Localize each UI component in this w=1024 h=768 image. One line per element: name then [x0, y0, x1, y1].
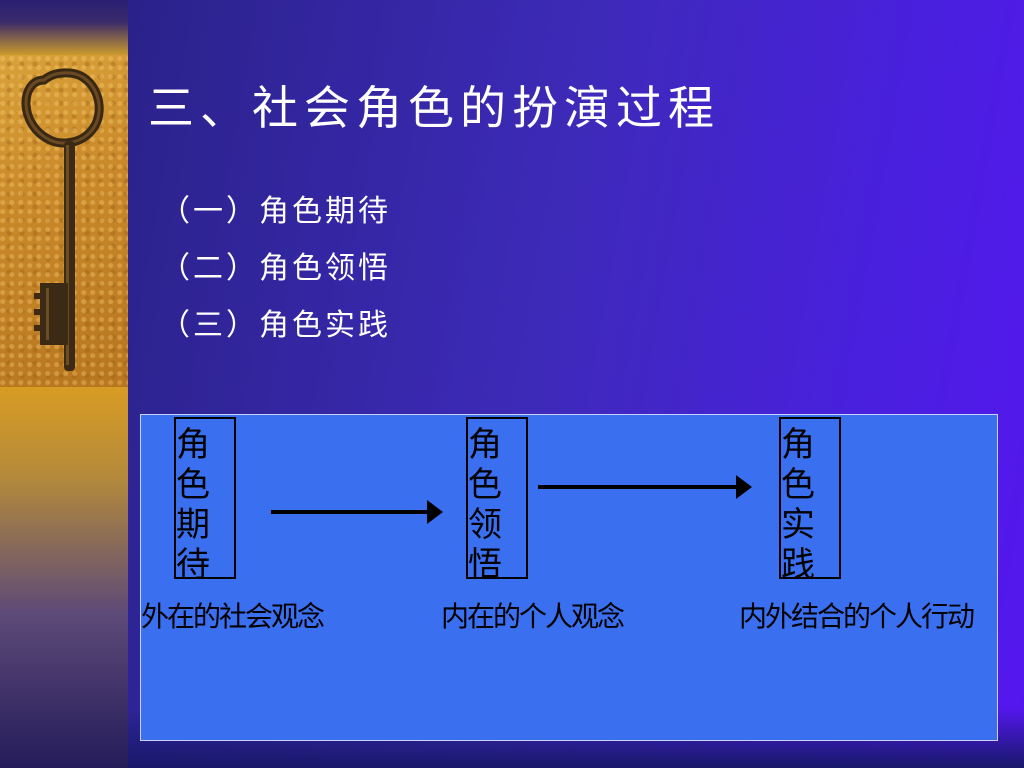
stage-box-line1: 角色	[176, 425, 210, 505]
stage-box-line2: 实践	[781, 505, 815, 585]
stage-box-comprehension: 角色 领悟	[466, 417, 528, 585]
stage-underline	[174, 577, 236, 579]
left-top-band	[0, 0, 128, 55]
stage-underline	[779, 577, 841, 579]
slide-title: 三、社会角色的扮演过程	[148, 81, 720, 135]
stage-description-practice: 内外结合的个人行动	[739, 600, 975, 633]
stage-box-expectation: 角色 期待	[174, 417, 236, 585]
bullet-item-role-practice: （三）角色实践	[160, 308, 391, 343]
bullet-list: （一）角色期待 （二）角色领悟 （三）角色实践	[160, 190, 391, 361]
antique-key-icon-svg	[21, 68, 104, 371]
arrow-right-icon	[271, 500, 443, 524]
arrow-right-icon	[538, 475, 752, 499]
stage-box-line2: 期待	[176, 505, 210, 585]
stage-box-line1: 角色	[468, 425, 502, 505]
role-process-diagram: 角色 期待 外在的社会观念 角色 领悟 内在的个人观念 角色 实践 内外结合的个…	[140, 414, 998, 741]
antique-key-icon	[0, 55, 128, 387]
bullet-item-role-comprehension: （二）角色领悟	[160, 251, 391, 286]
stage-underline	[466, 577, 528, 579]
stage-box-line2: 领悟	[468, 505, 502, 585]
stage-description-expectation: 外在的社会观念	[141, 600, 325, 633]
stage-description-comprehension: 内在的个人观念	[441, 600, 625, 633]
bullet-item-role-expectation: （一）角色期待	[160, 194, 391, 229]
stage-box-line1: 角色	[781, 425, 815, 505]
stage-box-practice: 角色 实践	[779, 417, 841, 585]
